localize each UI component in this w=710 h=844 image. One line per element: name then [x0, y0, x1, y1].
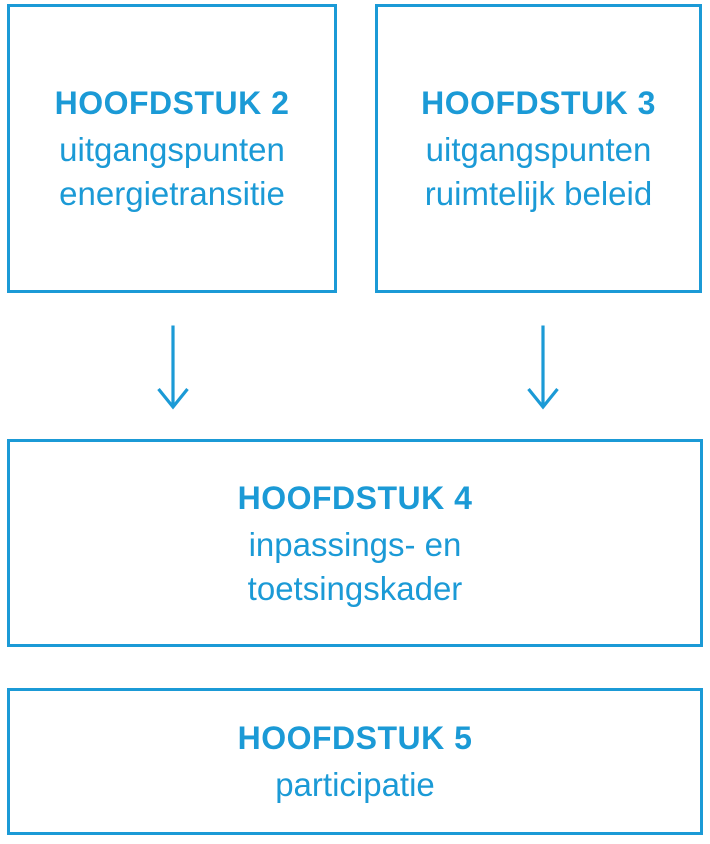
box-hoofdstuk-3: HOOFDSTUK 3 uitgangspunten ruimtelijk be…	[375, 4, 702, 293]
box-subtitle-line: ruimtelijk beleid	[424, 175, 653, 212]
arrow-down-icon	[151, 324, 195, 410]
box-hoofdstuk-4: HOOFDSTUK 4 inpassings- en toetsingskade…	[7, 439, 703, 647]
box-hoofdstuk-5: HOOFDSTUK 5 participatie	[7, 688, 703, 835]
box-subtitle-line: uitgangspunten	[59, 131, 285, 168]
box-title: HOOFDSTUK 2	[54, 85, 290, 121]
box-subtitle-line: toetsingskader	[247, 569, 463, 607]
box-title: HOOFDSTUK 4	[237, 479, 473, 516]
box-title: HOOFDSTUK 3	[421, 85, 656, 121]
box-title: HOOFDSTUK 5	[237, 720, 473, 756]
arrow-down-icon	[521, 324, 565, 410]
box-subtitle-line: energietransitie	[59, 175, 285, 212]
box-subtitle-line: uitgangspunten	[425, 131, 652, 168]
box-subtitle-line: inpassings- en	[248, 525, 462, 563]
box-hoofdstuk-2: HOOFDSTUK 2 uitgangspunten energietransi…	[7, 4, 337, 293]
box-subtitle-line: participatie	[275, 766, 435, 803]
